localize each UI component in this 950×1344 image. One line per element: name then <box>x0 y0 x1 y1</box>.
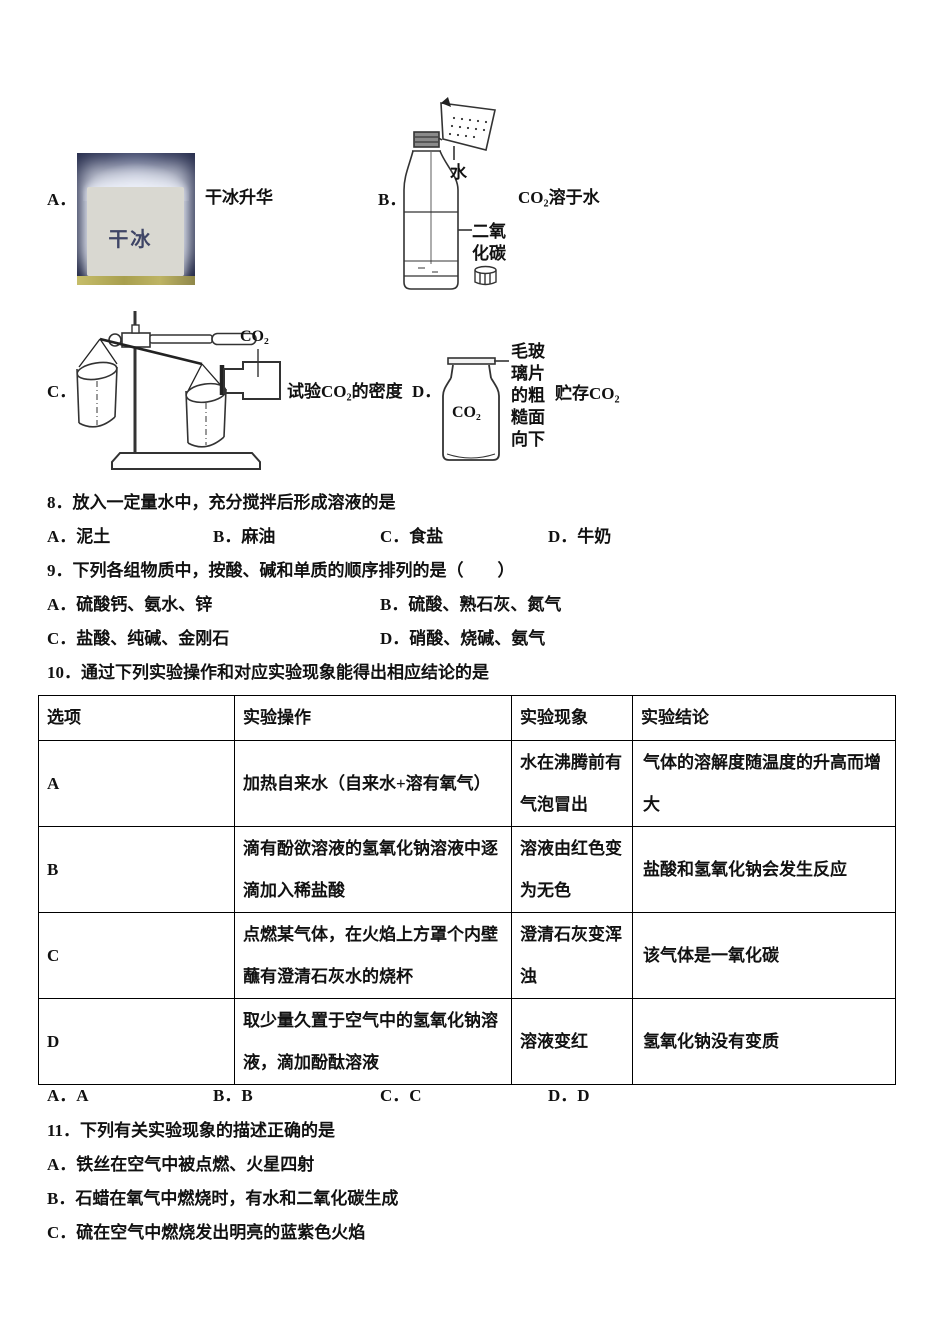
gas-bottle <box>442 364 500 461</box>
plastic-bottle <box>403 131 472 290</box>
q10-row-a-phenomenon: 水在沸腾前有气泡冒出 <box>511 740 633 827</box>
q8-option-d: D．牛奶 <box>548 527 612 546</box>
co2-density-diagram <box>76 311 281 470</box>
q10-row-d-operation: 取少量久置于空气中的氢氧化钠溶液，滴加酚酞溶液 <box>234 998 512 1085</box>
figure-d-bottle-text: CO₂ <box>452 404 481 421</box>
glass-plate <box>447 357 509 365</box>
q9-option-c: C．盐酸、纯碱、金刚石 <box>47 629 230 648</box>
q9-option-b: B．硫酸、熟石灰、氮气 <box>380 595 562 614</box>
q9-option-d: D．硝酸、烧碱、氨气 <box>380 629 546 648</box>
q10-stem: 10．通过下列实验操作和对应实验现象能得出相应结论的是 <box>47 663 489 682</box>
figure-c-co2-label: CO₂ <box>240 328 269 345</box>
figure-d-label: D． <box>412 382 442 401</box>
dry-ice-photo: 干冰 <box>77 153 195 285</box>
iron-stand <box>108 311 261 470</box>
photo-floor <box>77 276 195 285</box>
q11-option-c: C．硫在空气中燃烧发出明亮的蓝紫色火焰 <box>47 1223 366 1242</box>
q10-row-a-conclusion: 气体的溶解度随温度的升高而增大 <box>632 740 896 827</box>
q10-row-c-phenomenon: 澄清石灰变浑浊 <box>511 912 633 999</box>
q8-option-a: A．泥土 <box>47 527 111 546</box>
q10-row-c-option: C <box>38 912 235 999</box>
figure-b-caption: CO₂溶于水 <box>518 188 600 207</box>
q10-row-d-phenomenon: 溶液变红 <box>511 998 633 1085</box>
q10-answer-d: D．D <box>548 1086 590 1105</box>
paper-bag-left <box>76 361 118 428</box>
q10-row-c-operation: 点燃某气体，在火焰上方罩个内壁蘸有澄清石灰水的烧杯 <box>234 912 512 999</box>
table-row: D 取少量久置于空气中的氢氧化钠溶液，滴加酚酞溶液 溶液变红 氢氧化钠没有变质 <box>38 998 896 1085</box>
q10-table: 选项 实验操作 实验现象 实验结论 A 加热自来水（自来水+溶有氧气） 水在沸腾… <box>38 695 896 1085</box>
q10-row-b-operation: 滴有酚欲溶液的氢氧化钠溶液中逐滴加入稀盐酸 <box>234 826 512 913</box>
co2-in-water-diagram <box>403 97 497 290</box>
q10-answer-b: B．B <box>213 1086 253 1105</box>
q10-row-b-conclusion: 盐酸和氢氧化钠会发生反应 <box>632 826 896 913</box>
figure-b-label: B． <box>378 190 407 209</box>
q10-row-b-option: B <box>38 826 235 913</box>
pour-cup <box>440 97 496 160</box>
q11-option-b: B．石蜡在氧气中燃烧时，有水和二氧化碳生成 <box>47 1189 399 1208</box>
figure-d-caption: 贮存CO₂ <box>555 384 620 403</box>
table-row: C 点燃某气体，在火焰上方罩个内壁蘸有澄清石灰水的烧杯 澄清石灰变浑浊 该气体是… <box>38 912 896 999</box>
q10-row-a-option: A <box>38 740 235 827</box>
q9-option-a: A．硫酸钙、氨水、锌 <box>47 595 213 614</box>
dry-ice-cube-label: 干冰 <box>108 228 153 251</box>
balance-beam <box>78 337 225 392</box>
figure-c-label: C． <box>47 382 77 401</box>
q10-row-b-phenomenon: 溶液由红色变为无色 <box>511 826 633 913</box>
q11-option-a: A．铁丝在空气中被点燃、火星四射 <box>47 1155 315 1174</box>
q10-answer-a: A．A <box>47 1086 89 1105</box>
co2-pour-box <box>219 349 281 400</box>
q10-col-conclusion: 实验结论 <box>632 695 896 741</box>
q10-table-header-row: 选项 实验操作 实验现象 实验结论 <box>38 695 896 741</box>
q10-row-d-option: D <box>38 998 235 1085</box>
q10-row-c-conclusion: 该气体是一氧化碳 <box>632 912 896 999</box>
dry-ice-cube: 干冰 <box>87 187 184 276</box>
cup-dots <box>448 116 488 139</box>
q10-col-operation: 实验操作 <box>234 695 512 741</box>
paper-bag-right <box>185 382 227 448</box>
q10-row-d-conclusion: 氢氧化钠没有变质 <box>632 998 896 1085</box>
q10-answer-c: C．C <box>380 1086 422 1105</box>
q8-stem: 8．放入一定量水中，充分搅拌后形成溶液的是 <box>47 493 396 512</box>
q10-col-option: 选项 <box>38 695 235 741</box>
q10-row-a-operation: 加热自来水（自来水+溶有氧气） <box>234 740 512 827</box>
q11-stem: 11．下列有关实验现象的描述正确的是 <box>47 1121 336 1140</box>
glass-plate-note: 毛玻璃片的粗糙面向下 <box>511 342 545 450</box>
q8-option-b: B．麻油 <box>213 527 276 546</box>
co2-storage-diagram <box>442 357 509 461</box>
carbon-dioxide-label: 二氧化碳 <box>472 222 506 264</box>
table-row: B 滴有酚欲溶液的氢氧化钠溶液中逐滴加入稀盐酸 溶液由红色变为无色 盐酸和氢氧化… <box>38 826 896 913</box>
q9-stem: 9．下列各组物质中，按酸、碱和单质的顺序排列的是（ ） <box>47 561 515 580</box>
figure-c-caption: 试验CO₂的密度 <box>287 382 403 401</box>
table-row: A 加热自来水（自来水+溶有氧气） 水在沸腾前有气泡冒出 气体的溶解度随温度的升… <box>38 740 896 827</box>
q10-col-phenomenon: 实验现象 <box>511 695 633 741</box>
water-label: 水 <box>450 163 467 182</box>
q8-option-c: C．食盐 <box>380 527 444 546</box>
figure-a-caption: 干冰升华 <box>205 188 273 207</box>
bottle-cap <box>474 265 497 286</box>
figure-a-label: A． <box>47 190 77 209</box>
